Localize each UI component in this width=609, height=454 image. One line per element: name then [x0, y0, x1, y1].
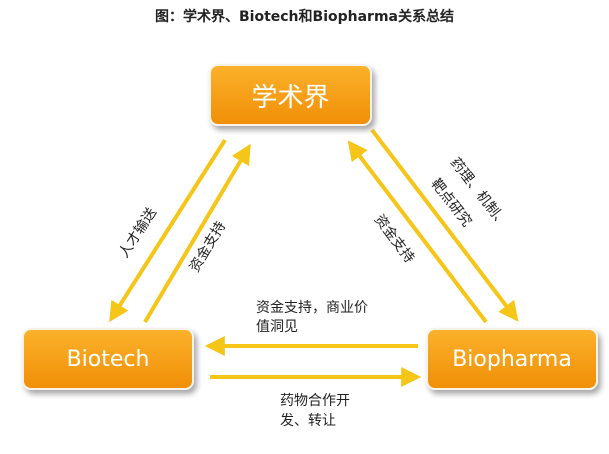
label-biopharma-to-biotech-line2: 值洞见 [256, 319, 298, 335]
node-academia: 学术界 [209, 64, 372, 126]
node-biotech: Biotech [22, 328, 194, 390]
diagram-title: 图：学术界、Biotech和Biopharma关系总结 [154, 9, 454, 25]
label-biotech-to-biopharma-line2: 发、转让 [280, 413, 336, 429]
node-biopharma: Biopharma [426, 328, 598, 390]
label-biotech-to-biopharma-line1: 药物合作开 [280, 393, 350, 409]
arrow-biotech-to-academia [143, 143, 251, 324]
arrow-academia-to-biotech [109, 138, 227, 323]
arrow-biopharma-to-academia [347, 140, 488, 324]
arrow-academia-to-biopharma [370, 128, 519, 322]
label-biopharma-to-biotech-line1: 资金支持，商业价 [256, 300, 368, 316]
